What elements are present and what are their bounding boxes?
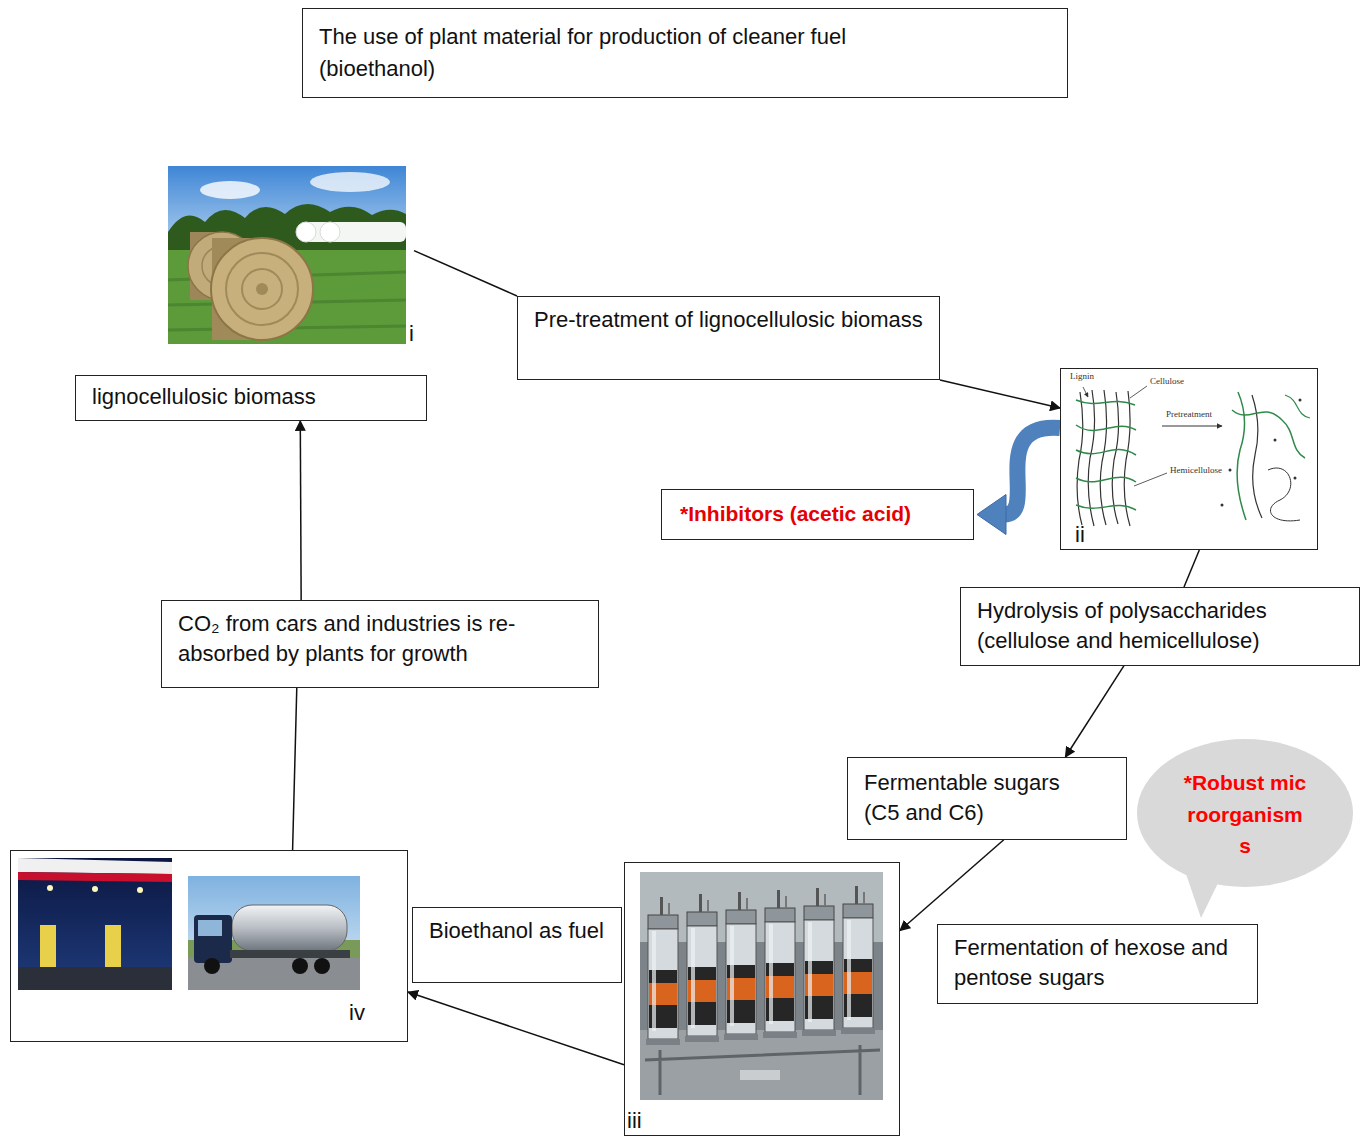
- part-label: Pretreatment: [1166, 410, 1212, 419]
- connector-line: [300, 421, 302, 600]
- connector-line: [293, 688, 297, 850]
- node-text: *Inhibitors (acetic acid): [680, 502, 911, 525]
- process-box: CO₂ from cars and industries is re-absor…: [161, 600, 599, 688]
- lignocellulose-sketch: [1076, 386, 1310, 526]
- connector: [900, 840, 1004, 931]
- arrow-body: [1004, 428, 1060, 515]
- arrow-head: [977, 494, 1006, 534]
- bubble-shape: [1135, 737, 1357, 920]
- process-box: Bioethanol as fuel: [412, 907, 622, 983]
- bubble-body: [1137, 739, 1353, 887]
- process-box: lignocellulosic biomass: [75, 375, 427, 421]
- photo-frame: i: [168, 166, 414, 346]
- connector: [293, 688, 297, 850]
- node-text: *Robust microorganisms: [1183, 767, 1307, 862]
- title-text: The use of plant material for production…: [319, 24, 846, 81]
- speech-bubble: *Robust microorganisms: [1135, 737, 1357, 920]
- photo-frame: iii: [624, 862, 900, 1136]
- connector: [1184, 550, 1199, 587]
- inhibitor-box: *Inhibitors (acetic acid): [661, 489, 974, 540]
- process-box: Fermentation of hexose and pentose sugar…: [937, 924, 1258, 1004]
- process-box: Fermentable sugars (C5 and C6): [847, 757, 1127, 840]
- node-text: Fermentable sugars (C5 and C6): [864, 770, 1060, 825]
- title-box: The use of plant material for production…: [302, 8, 1068, 98]
- process-box: Hydrolysis of polysaccharides (cellulose…: [960, 587, 1360, 666]
- node-text: Fermentation of hexose and pentose sugar…: [954, 935, 1228, 990]
- connector-line: [1184, 550, 1199, 587]
- bioreactor-photo: [640, 872, 883, 1100]
- node-text: Pre-treatment of lignocellulosic biomass: [534, 307, 923, 332]
- image-frame: ii: [1060, 368, 1318, 550]
- connector-line: [408, 992, 624, 1065]
- figure-numeral: i: [409, 322, 414, 346]
- node-text: Hydrolysis of polysaccharides (cellulose…: [977, 598, 1267, 653]
- connector-line: [900, 840, 1004, 931]
- part-label: Lignin: [1070, 372, 1094, 381]
- figure-numeral: ii: [1075, 523, 1085, 547]
- tanker-truck-photo: [188, 876, 360, 990]
- connector: [408, 992, 624, 1065]
- curved-block-arrow: [977, 428, 1060, 535]
- connector: [300, 421, 302, 600]
- connector-line: [1065, 666, 1124, 757]
- connector: [414, 251, 517, 296]
- node-text: CO₂ from cars and industries is re-absor…: [178, 611, 515, 666]
- fuel-station-photo: [18, 858, 172, 990]
- connector-line: [940, 380, 1060, 408]
- node-text: lignocellulosic biomass: [92, 384, 316, 409]
- hay-bale-photo: [168, 166, 406, 344]
- process-box: Pre-treatment of lignocellulosic biomass: [517, 296, 940, 380]
- figure-numeral: iv: [349, 1001, 365, 1025]
- figure-numeral: iii: [627, 1109, 642, 1133]
- node-text: Bioethanol as fuel: [429, 918, 604, 943]
- photo-frame: iv: [10, 850, 408, 1042]
- connector: [1065, 666, 1124, 757]
- part-label: Hemicellulose: [1170, 466, 1222, 475]
- part-label: Cellulose: [1150, 377, 1184, 386]
- bubble-tail: [1183, 865, 1219, 918]
- connector: [940, 380, 1060, 408]
- connector-line: [414, 251, 517, 296]
